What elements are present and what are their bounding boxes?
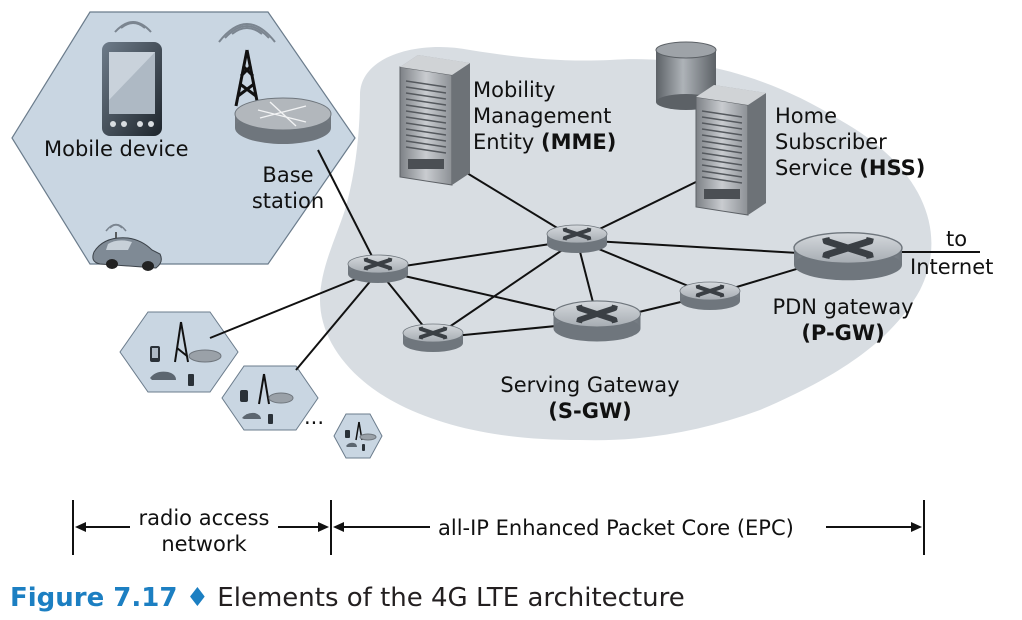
span-arrows [72, 500, 925, 555]
sgw-abbr: (S-GW) [548, 399, 632, 423]
base-station-icon [218, 23, 332, 144]
ran-label-line1: radio access [138, 506, 270, 530]
pgw-router-icon [794, 233, 902, 281]
sgw-label: Serving Gateway (S-GW) [490, 372, 690, 424]
to-label: to [946, 227, 968, 251]
hss-label-line1: Home [775, 104, 838, 128]
hss-server-icon [695, 84, 767, 216]
hss-abbr: (HSS) [859, 156, 926, 180]
mme-label: Mobility Management Entity (MME) [473, 77, 616, 155]
hss-label-line2: Subscriber [775, 130, 887, 154]
mme-label-line2: Management [473, 104, 612, 128]
mme-label-line3: Entity (MME) [473, 129, 616, 155]
caption-separator: ♦ [185, 583, 210, 613]
ran-span-label: radio access network [130, 505, 278, 557]
pgw-abbr: (P-GW) [801, 321, 885, 345]
cell-hexagon-main [11, 11, 356, 265]
small-cell-2-devices-icon [240, 373, 294, 424]
epc-span-label: all-IP Enhanced Packet Core (EPC) [438, 516, 794, 540]
router-lower-left-icon [401, 322, 465, 354]
hss-label-line3: Service (HSS) [775, 155, 925, 181]
caption-text: Elements of the 4G LTE architecture [217, 583, 685, 613]
mme-abbr: (MME) [540, 130, 617, 154]
ran-label-line2: network [161, 532, 247, 556]
small-cell-1-devices-icon [150, 321, 222, 386]
mme-label-line1: Mobility [473, 78, 556, 102]
router-left-icon [346, 253, 410, 285]
small-cell-3-devices-icon [345, 421, 377, 451]
pgw-label-line1: PDN gateway [772, 295, 914, 319]
internet-label: Internet [910, 255, 994, 279]
pgw-label: PDN gateway (P-GW) [758, 294, 928, 346]
figure-number: Figure 7.17 [10, 583, 178, 613]
router-right-icon [678, 280, 742, 312]
cell-hexagon-small-1 [119, 311, 239, 393]
base-station-label-line1: Base [262, 163, 314, 187]
base-station-label: Base station [248, 162, 328, 214]
car-icon [92, 223, 162, 271]
hss-label: Home Subscriber Service (HSS) [775, 103, 925, 181]
sgw-router-icon [554, 301, 641, 342]
router-top-icon [545, 223, 609, 255]
figure-caption: Figure 7.17 ♦ Elements of the 4G LTE arc… [10, 582, 685, 614]
mobile-device-label: Mobile device [44, 137, 189, 161]
sgw-label-line1: Serving Gateway [500, 373, 680, 397]
mme-label-prefix: Entity [473, 130, 541, 154]
base-station-label-line2: station [251, 189, 325, 213]
hss-label-prefix: Service [775, 156, 860, 180]
cell-hexagon-small-3 [333, 413, 383, 459]
mme-server-icon [399, 54, 471, 186]
ellipsis-label: ... [304, 405, 325, 429]
mobile-device-icon [102, 21, 162, 136]
